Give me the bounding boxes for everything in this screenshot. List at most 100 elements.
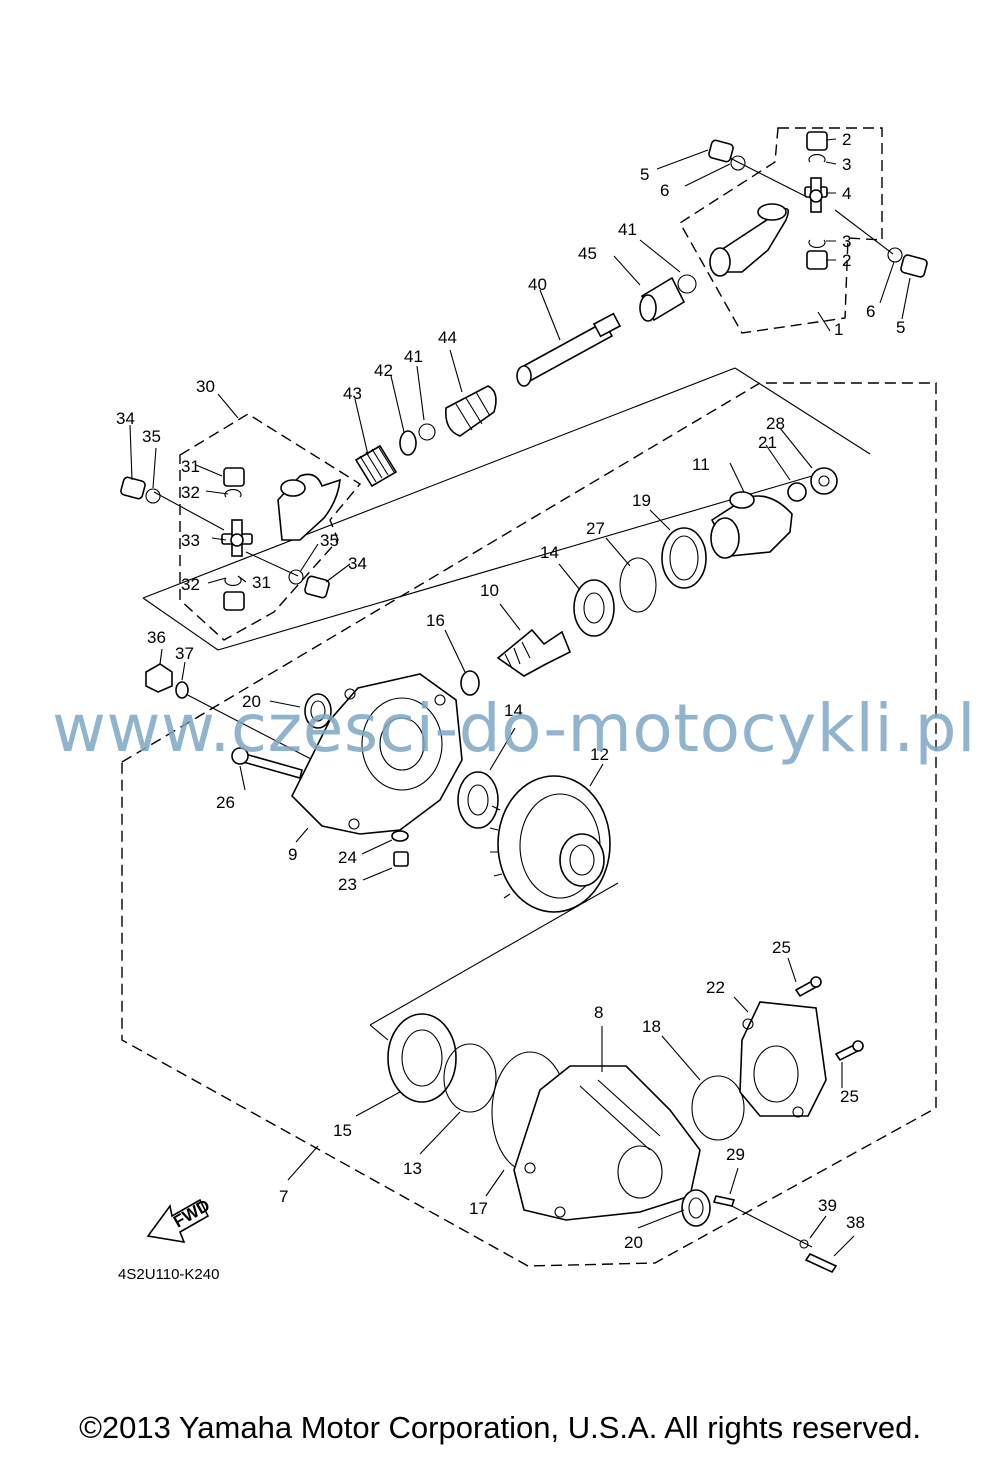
pin-38 — [804, 1252, 838, 1274]
fwd-arrow-icon: FWD — [146, 1196, 213, 1244]
callout-number: 39 — [818, 1196, 837, 1215]
guide-line — [142, 367, 736, 599]
callout-number: 6 — [660, 181, 669, 200]
circlip-41b — [418, 423, 436, 441]
callout-number: 31 — [181, 457, 200, 476]
drain-bolt-23 — [393, 851, 409, 867]
callout-number: 38 — [846, 1213, 865, 1232]
callout-number: 19 — [632, 491, 651, 510]
callout-number: 4 — [842, 184, 851, 203]
bolt-25b — [834, 1040, 864, 1062]
callout-number: 3 — [842, 232, 851, 251]
callout-number: 40 — [528, 275, 547, 294]
callout-number: 35 — [320, 531, 339, 550]
guide-line — [734, 367, 871, 455]
callout-number: 34 — [348, 554, 367, 573]
callout-number: 3 — [842, 155, 851, 174]
callout-number: 18 — [642, 1017, 661, 1036]
callout-number: 36 — [147, 628, 166, 647]
guide-line — [177, 689, 337, 773]
universal-joint-30 — [120, 467, 341, 611]
website-watermark: www.czesci-do-motocykli.pl — [52, 690, 976, 767]
callout-number: 43 — [343, 384, 362, 403]
callout-number: 14 — [540, 543, 559, 562]
oil-seal-20b — [681, 1189, 711, 1227]
callout-number: 6 — [866, 302, 875, 321]
guide-line — [153, 491, 225, 531]
callout-number: 42 — [374, 361, 393, 380]
pin-29 — [712, 1195, 736, 1207]
callout-number: 29 — [726, 1145, 745, 1164]
callout-number: 20 — [624, 1233, 643, 1252]
clip-39 — [799, 1239, 809, 1249]
gear-case-9 — [291, 673, 463, 835]
callout-number: 25 — [840, 1087, 859, 1106]
callout-number: 44 — [438, 328, 457, 347]
callout-number: 32 — [181, 483, 200, 502]
leader-lines — [129, 138, 911, 1257]
callout-number: 10 — [480, 581, 499, 600]
bearing-14a — [573, 579, 615, 637]
copyright-notice: ©2013 Yamaha Motor Corporation, U.S.A. A… — [79, 1410, 921, 1445]
gear-case-8 — [513, 1065, 701, 1221]
callout-number: 13 — [403, 1159, 422, 1178]
oil-seal-19 — [661, 527, 707, 589]
callout-number: 32 — [181, 575, 200, 594]
pinion-gear-10 — [496, 628, 572, 677]
callout-number: 28 — [766, 414, 785, 433]
callout-number: 22 — [706, 978, 725, 997]
callout-number: 5 — [640, 165, 649, 184]
guide-line — [834, 209, 894, 255]
callout-number: 34 — [116, 409, 135, 428]
guide-line — [245, 551, 299, 577]
callout-number: 12 — [590, 745, 609, 764]
guide-line — [217, 475, 813, 651]
callout-number: 25 — [772, 938, 791, 957]
drawing-code: 4S2U110-K240 — [118, 1266, 220, 1283]
guide-line — [719, 1199, 813, 1248]
o-ring-18 — [691, 1075, 745, 1141]
callout-number: 30 — [196, 377, 215, 396]
guide-line — [369, 1024, 389, 1041]
group-boundary-7 — [121, 382, 937, 1267]
callout-number: 2 — [842, 251, 851, 270]
circlip-41 — [677, 274, 697, 294]
callout-number: 17 — [469, 1199, 488, 1218]
callout-number: 33 — [181, 531, 200, 550]
spring-43 — [354, 444, 398, 488]
callout-number: 26 — [216, 793, 235, 812]
boot-44 — [444, 385, 497, 437]
nut-36 — [145, 663, 173, 693]
callout-number: 31 — [252, 573, 271, 592]
nut-28 — [810, 467, 838, 495]
guide-line — [723, 154, 806, 197]
bolt-26 — [231, 747, 303, 779]
group-boundary-1 — [679, 127, 883, 334]
bearing-15 — [387, 1013, 457, 1103]
guide-line — [142, 597, 219, 651]
callout-number: 37 — [175, 644, 194, 663]
bearing-45 — [639, 276, 686, 322]
callout-number: 14 — [504, 701, 523, 720]
callout-number: 16 — [426, 611, 445, 630]
bearing-16 — [460, 670, 480, 696]
differential-gear-12 — [489, 775, 611, 913]
callout-number: 45 — [578, 244, 597, 263]
callout-number: 2 — [842, 130, 851, 149]
bolt-25a — [794, 976, 822, 998]
callout-labels: 1 2 2 3 3 4 5 5 6 6 7 8 9 10 11 12 13 14… — [116, 130, 905, 1252]
callout-number: 11 — [692, 455, 710, 474]
gasket-24 — [391, 830, 409, 842]
group-boundary-30 — [179, 413, 362, 641]
washer-42 — [399, 430, 417, 456]
callout-number: 35 — [142, 427, 161, 446]
circlip-27 — [619, 557, 657, 613]
callout-number: 7 — [279, 1187, 288, 1206]
universal-joint-1 — [708, 131, 928, 278]
callout-number: 20 — [242, 692, 261, 711]
drive-shaft-40 — [516, 312, 622, 387]
yoke-11 — [710, 491, 793, 559]
callout-number: 21 — [758, 433, 777, 452]
